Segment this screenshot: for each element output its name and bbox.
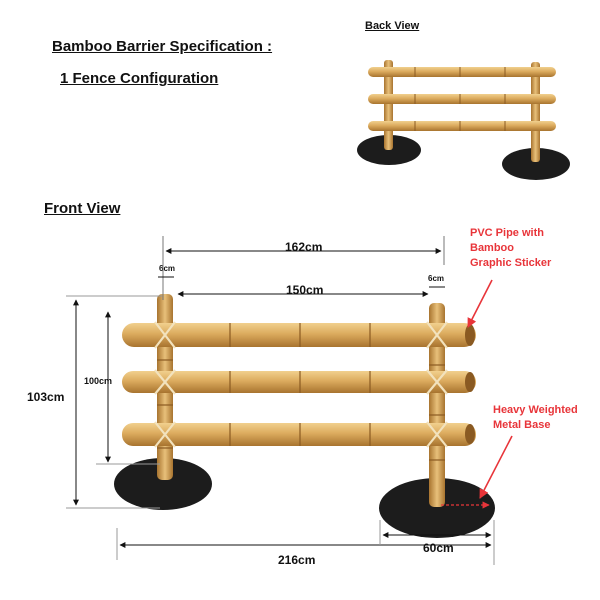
pipe-arrow [467, 279, 493, 328]
front-view-label: Front View [44, 200, 121, 217]
page-subtitle: 1 Fence Configuration [60, 70, 219, 87]
page-title: Bamboo Barrier Specification : [52, 38, 273, 55]
bar-height-label: 100cm [84, 376, 113, 386]
back-view-fence [357, 60, 570, 180]
middle-rail [122, 371, 476, 393]
front-view-fence [114, 294, 495, 538]
top-rail [122, 323, 476, 347]
back-rail-middle [368, 94, 556, 104]
back-rail-bottom [368, 121, 556, 131]
pipe-annotation: PVC Pipe with Bamboo Graphic Sticker [470, 227, 552, 269]
total-height-label: 103cm [27, 390, 65, 404]
right-post [429, 303, 445, 507]
back-rail-top [368, 67, 556, 77]
back-view-label: Back View [365, 20, 420, 32]
right-metal-base [379, 478, 495, 538]
left-metal-base [114, 458, 212, 510]
base-annotation: Heavy Weighted Metal Base [493, 404, 578, 431]
base-arrow [479, 435, 513, 499]
rope-ties [154, 321, 448, 448]
dimension-lines [66, 236, 495, 565]
post-width-right-label: 6cm [428, 274, 445, 283]
post-width-left-label: 6cm [159, 264, 176, 273]
bottom-rail [122, 423, 476, 446]
back-right-base [502, 148, 570, 180]
base-spacing-label: 216cm [278, 553, 316, 567]
annotation-arrows [441, 279, 513, 509]
back-right-post [531, 62, 540, 162]
